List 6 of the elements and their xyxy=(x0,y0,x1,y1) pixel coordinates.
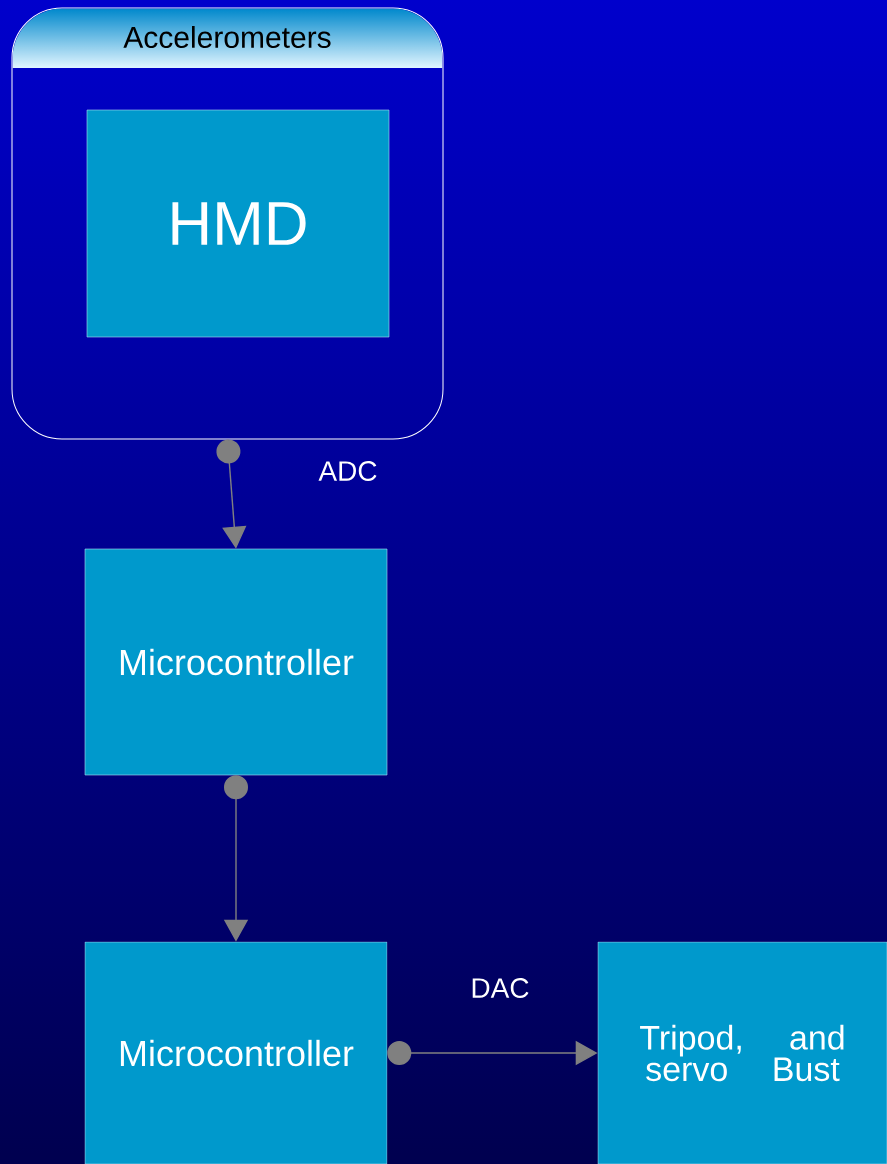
edge-label: ADC xyxy=(318,461,377,481)
process-box: Tripod, and servo Bust xyxy=(597,941,887,1164)
process-box: Microcontroller xyxy=(84,941,388,1164)
process-box: Microcontroller xyxy=(84,548,388,776)
edge-label: DAC xyxy=(472,978,529,998)
process-box: HMD xyxy=(86,109,390,338)
